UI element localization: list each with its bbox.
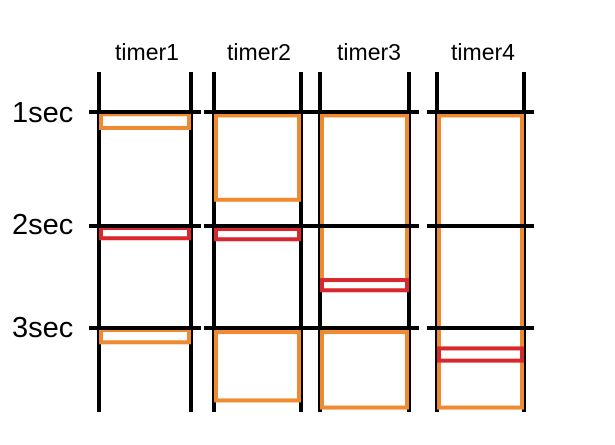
time-label-3sec: 3sec [12,312,73,344]
timer3-orange-block-6 [320,113,409,283]
time-label-1sec: 1sec [12,97,73,129]
timer1-orange-block-0 [99,112,191,130]
timer1-orange-block-2 [99,328,191,345]
labels-layer: timer1 timer2 timer3 timer4 1sec 2sec 3s… [12,39,515,344]
timer2-orange-block-5 [214,330,301,403]
timer4-orange-block-9 [437,113,524,410]
timer-label-3: timer3 [337,39,401,65]
timer3-orange-block-8 [320,330,409,410]
timer-label-4: timer4 [451,39,515,65]
timer2-red-block-4 [214,227,301,242]
timer-label-2: timer2 [227,39,291,65]
timer-label-1: timer1 [115,39,179,65]
time-label-2sec: 2sec [12,209,73,241]
timer4-red-block-10 [437,346,524,363]
timer2-orange-block-3 [214,113,301,202]
blocks-layer [99,112,524,410]
timer1-red-block-1 [99,226,191,241]
timer3-red-block-7 [320,278,409,293]
grid-layer [89,110,534,330]
